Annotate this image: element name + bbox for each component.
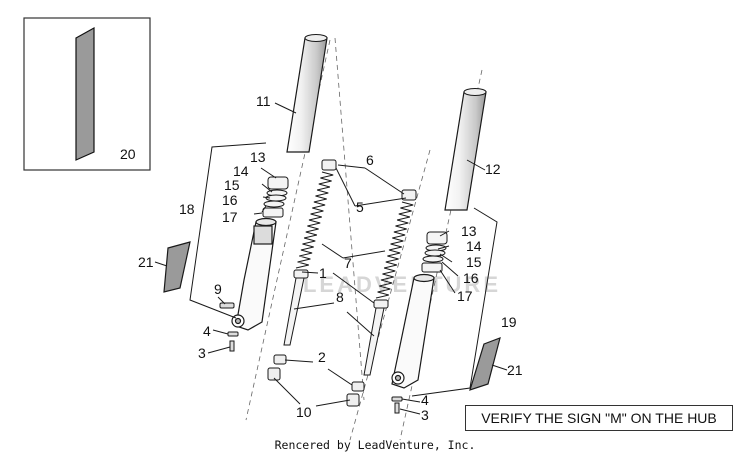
callout-8: 8: [336, 289, 344, 305]
callout-16: 16: [463, 270, 479, 286]
callout-17: 17: [222, 209, 238, 225]
hub-sign-note: VERIFY THE SIGN "M" ON THE HUB: [465, 405, 733, 431]
callout-19: 19: [501, 314, 517, 330]
fork-leg-right: [391, 273, 435, 389]
callout-10: 10: [296, 404, 312, 420]
callout-9: 9: [214, 281, 222, 297]
callout-15: 15: [466, 254, 482, 270]
callout-4: 4: [421, 392, 429, 408]
stanchion-tube-right: [444, 88, 487, 211]
callout-14: 14: [233, 163, 249, 179]
callout-2: 2: [318, 349, 326, 365]
callout-3: 3: [421, 407, 429, 423]
callout-16: 16: [222, 192, 238, 208]
spring-left: [293, 159, 337, 279]
group-brackets: [189, 142, 498, 397]
bolts: [219, 302, 403, 414]
callout-20: 20: [120, 146, 136, 162]
fork-leg-left: [231, 217, 277, 331]
callout-1: 1: [319, 265, 327, 281]
seal-stack-right: [421, 231, 448, 273]
seal-stack-left: [262, 176, 289, 218]
fork-guards: [163, 241, 501, 391]
callout-13: 13: [461, 223, 477, 239]
callout-3: 3: [198, 345, 206, 361]
watermark: LEADVENTURE: [302, 272, 501, 297]
callout-14: 14: [466, 238, 482, 254]
kit-box-20: [23, 17, 151, 171]
callout-4: 4: [203, 323, 211, 339]
callout-7: 7: [344, 255, 352, 271]
callout-15: 15: [224, 177, 240, 193]
spring-right: [373, 189, 417, 309]
callout-11: 11: [256, 93, 271, 109]
callout-18: 18: [179, 201, 195, 217]
render-credit: Rencered by LeadVenture, Inc.: [274, 438, 476, 452]
callout-21: 21: [507, 362, 523, 378]
callout-17: 17: [457, 288, 473, 304]
bottom-bushings: [267, 354, 365, 407]
callout-labels: 1 2 3 3 4 4 5 6 7 8 9 10 11 12 13 13 14 …: [120, 93, 523, 423]
callout-21: 21: [138, 254, 154, 270]
callout-12: 12: [485, 161, 501, 177]
callout-6: 6: [366, 152, 374, 168]
leader-lines: [154, 102, 508, 415]
stanchion-tube-left: [286, 34, 328, 153]
callout-13: 13: [250, 149, 266, 165]
callout-5: 5: [356, 199, 364, 215]
damper-rods: [283, 277, 385, 376]
